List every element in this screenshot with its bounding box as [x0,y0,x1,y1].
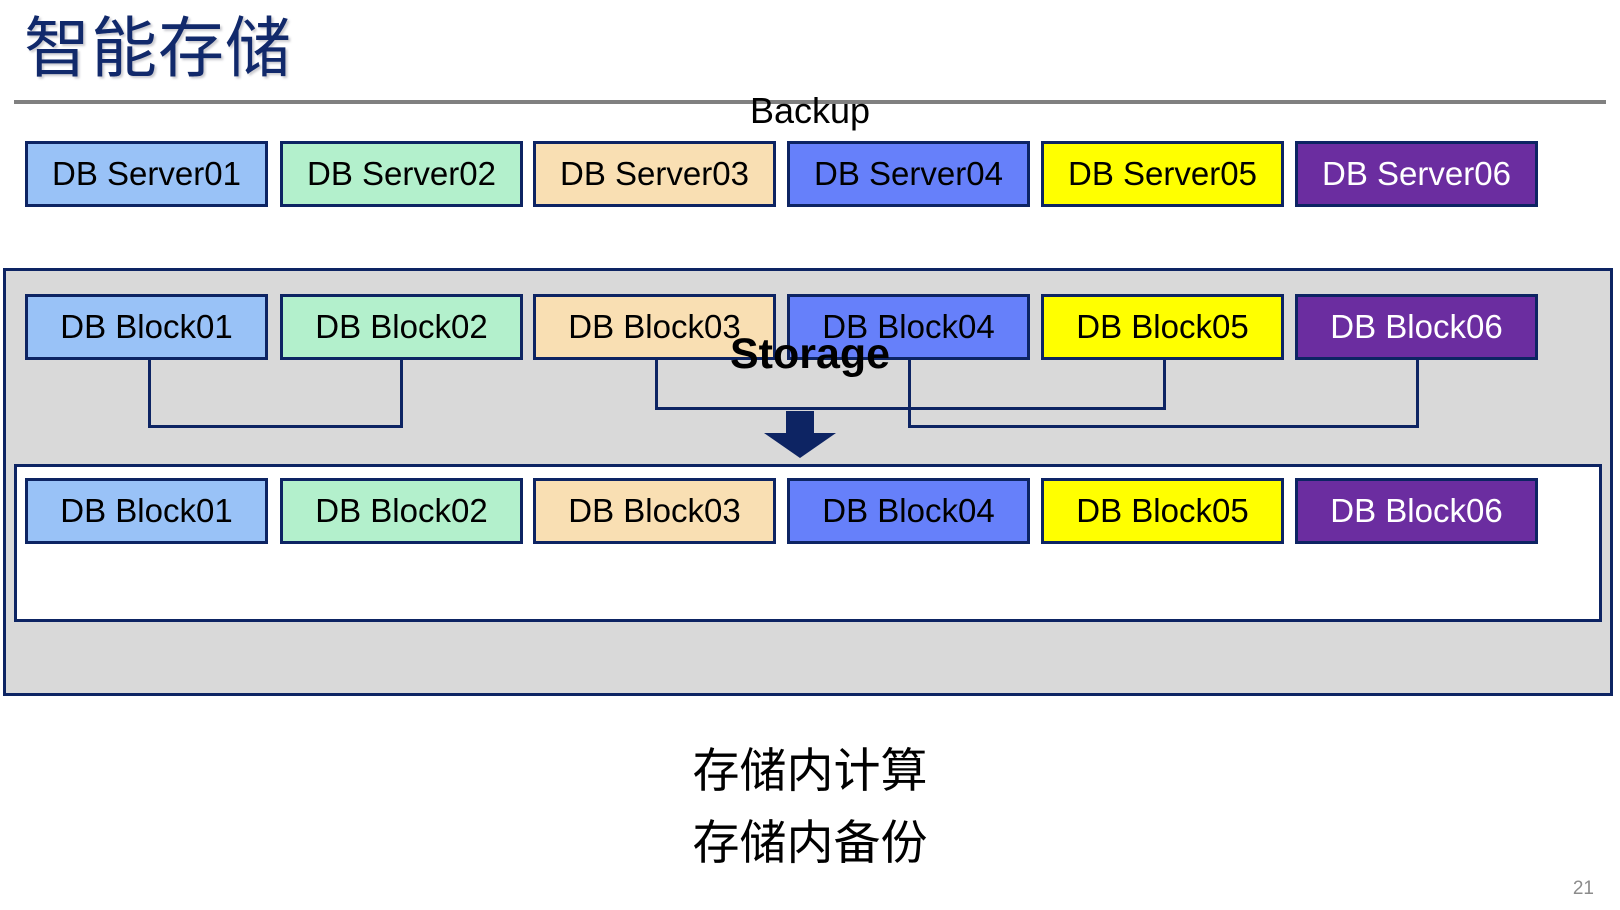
connector-segment [148,360,151,428]
storage-block-2[interactable]: DB Block02 [280,294,523,360]
storage-label: Storage [729,330,891,378]
caption-line-2: 存储内备份 [692,816,928,869]
connector-segment [655,360,658,410]
connector-segment [148,425,403,428]
storage-block-6[interactable]: DB Block06 [1295,294,1538,360]
backup-block-5[interactable]: DB Block05 [1041,478,1284,544]
server-box-1[interactable]: DB Server01 [25,141,268,207]
title-divider [14,100,1606,104]
caption-line-1: 存储内计算 [692,744,928,797]
backup-label: Backup [749,90,871,131]
backup-block-6[interactable]: DB Block06 [1295,478,1538,544]
storage-block-3[interactable]: DB Block03 [533,294,776,360]
server-box-6[interactable]: DB Server06 [1295,141,1538,207]
backup-block-4[interactable]: DB Block04 [787,478,1030,544]
page-number: 21 [1572,878,1594,899]
storage-block-4[interactable]: DB Block04 [787,294,1030,360]
down-arrow-icon [760,411,840,459]
server-box-3[interactable]: DB Server03 [533,141,776,207]
storage-block-1[interactable]: DB Block01 [25,294,268,360]
connector-segment [1163,360,1166,410]
backup-block-3[interactable]: DB Block03 [533,478,776,544]
server-box-2[interactable]: DB Server02 [280,141,523,207]
connector-segment [908,425,1419,428]
caption-block: 存储内计算 存储内备份 [0,735,1620,879]
storage-block-5[interactable]: DB Block05 [1041,294,1284,360]
server-box-5[interactable]: DB Server05 [1041,141,1284,207]
connector-segment [400,360,403,428]
page-title: 智能存储 [24,11,292,85]
server-box-4[interactable]: DB Server04 [787,141,1030,207]
backup-block-2[interactable]: DB Block02 [280,478,523,544]
backup-block-1[interactable]: DB Block01 [25,478,268,544]
connector-segment [908,360,911,428]
connector-segment [1416,360,1419,428]
